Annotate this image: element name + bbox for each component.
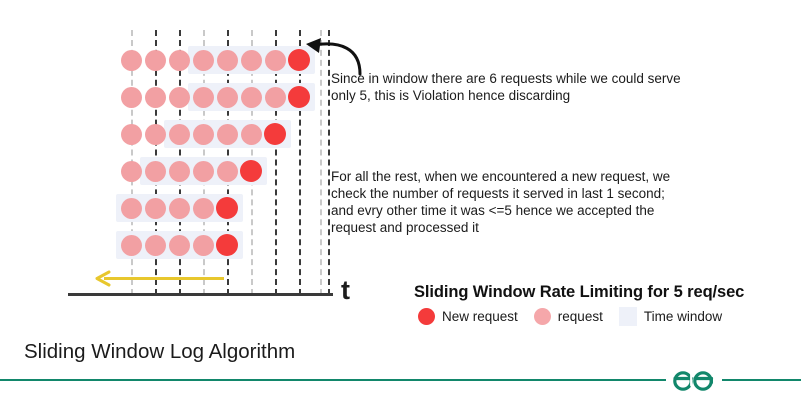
window-sweep-left-arrow-icon xyxy=(95,270,111,287)
request-dot xyxy=(240,86,262,108)
new-request-dot xyxy=(288,49,310,71)
request-row xyxy=(0,82,400,112)
legend-swatch-time-window xyxy=(618,307,637,326)
request-dot xyxy=(240,123,262,145)
request-row xyxy=(0,119,400,149)
legend-item-2: Time window xyxy=(618,307,738,326)
timeline-tick-8 xyxy=(320,30,322,295)
request-dot xyxy=(168,160,190,182)
request-dot xyxy=(192,123,214,145)
request-dot xyxy=(120,234,142,256)
request-dot xyxy=(144,160,166,182)
time-axis-label: t xyxy=(341,275,350,305)
request-dot xyxy=(144,49,166,71)
request-dot xyxy=(192,86,214,108)
legend: New request request Time window xyxy=(418,307,738,326)
request-dot xyxy=(168,197,190,219)
request-row xyxy=(0,45,400,75)
note-rest: For all the rest, when we encountered a … xyxy=(331,169,671,235)
time-axis-line xyxy=(68,293,333,296)
request-dot xyxy=(120,197,142,219)
footer-divider-left xyxy=(0,379,666,381)
legend-item-1: request xyxy=(533,308,619,325)
request-dot xyxy=(120,123,142,145)
request-dot xyxy=(168,234,190,256)
timeline-tick-6 xyxy=(275,30,277,295)
request-dot xyxy=(216,123,238,145)
request-dot xyxy=(264,86,286,108)
request-dot xyxy=(216,160,238,182)
legend-label: request xyxy=(557,309,603,324)
request-dot xyxy=(264,49,286,71)
request-dot xyxy=(144,123,166,145)
request-dot xyxy=(192,197,214,219)
request-row xyxy=(0,193,400,223)
new-request-dot xyxy=(288,86,310,108)
request-dot xyxy=(192,160,214,182)
request-dot xyxy=(144,86,166,108)
sliding-window-diagram xyxy=(0,0,400,320)
request-dot xyxy=(120,160,142,182)
timeline-tick-9 xyxy=(328,30,330,295)
geeksforgeeks-logo-icon xyxy=(673,371,714,391)
request-dot xyxy=(144,234,166,256)
new-request-dot xyxy=(240,160,262,182)
request-dot xyxy=(144,197,166,219)
violation-callout-arrow-icon xyxy=(306,38,362,76)
legend-swatch-new-request-dot xyxy=(418,308,435,325)
new-request-dot xyxy=(216,234,238,256)
request-dot xyxy=(120,49,142,71)
legend-label: Time window xyxy=(643,309,723,324)
request-row xyxy=(0,156,400,186)
request-dot xyxy=(168,86,190,108)
request-dot xyxy=(120,86,142,108)
request-dot xyxy=(240,49,262,71)
legend-swatch-request-dot xyxy=(533,308,551,325)
window-sweep-arrow-shaft xyxy=(104,277,224,280)
request-dot xyxy=(192,49,214,71)
timeline-tick-7 xyxy=(299,30,301,295)
request-dot xyxy=(168,123,190,145)
footer-divider-right xyxy=(722,379,801,381)
note-violation: Since in window there are 6 requests whi… xyxy=(331,71,681,103)
request-dot xyxy=(216,49,238,71)
request-dot xyxy=(216,86,238,108)
request-dot xyxy=(192,234,214,256)
legend-title: Sliding Window Rate Limiting for 5 req/s… xyxy=(414,283,745,301)
legend-label: New request xyxy=(442,309,518,324)
new-request-dot xyxy=(216,197,238,219)
request-dot xyxy=(168,49,190,71)
page-title: Sliding Window Log Algorithm xyxy=(24,340,296,363)
new-request-dot xyxy=(264,123,286,145)
legend-item-0: New request xyxy=(418,308,534,325)
request-row xyxy=(0,230,400,260)
